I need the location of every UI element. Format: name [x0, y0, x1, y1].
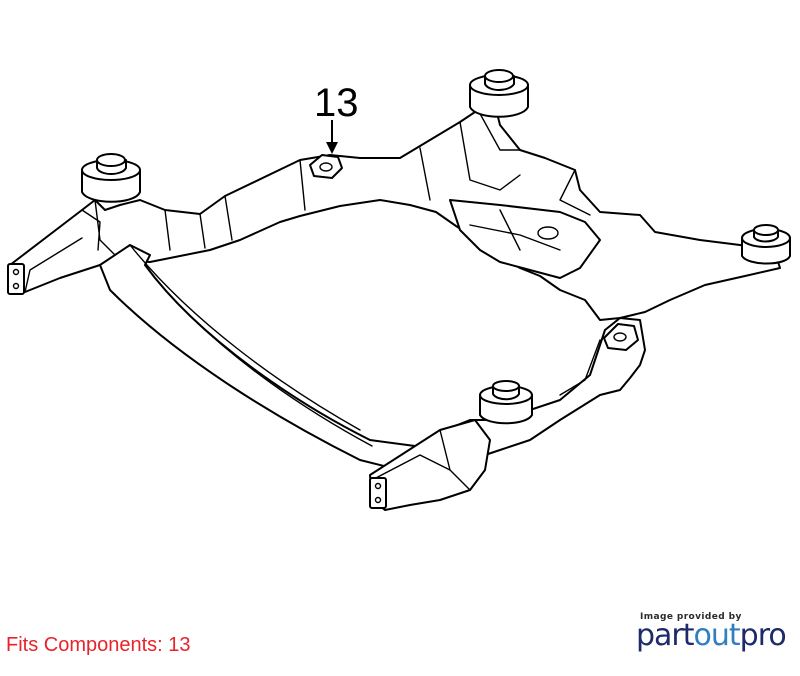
logo-part-2: out	[693, 618, 741, 653]
callout-13-arrowhead	[326, 142, 338, 154]
rear-arm-tab	[7, 263, 25, 295]
center-bracket	[449, 199, 601, 279]
logo-part-1: part	[636, 618, 695, 653]
callout-13-label: 13	[314, 81, 359, 125]
bushing-rear-right	[469, 69, 529, 118]
front-arm	[369, 419, 491, 511]
partoutpro-logo[interactable]: partoutpro	[636, 618, 787, 653]
fits-components-caption: Fits Components: 13	[6, 634, 191, 656]
bushing-rear-left	[81, 153, 141, 203]
rear-crossmember	[9, 104, 781, 321]
callout-13[interactable]: 13	[314, 81, 359, 154]
logo-part-3: pro	[739, 618, 787, 653]
mount-pad-front	[603, 323, 639, 351]
image-provided-by-text: Image provided by	[640, 612, 742, 622]
bushing-front-right	[741, 224, 791, 265]
image-credit: Image provided by partoutpro	[636, 612, 787, 662]
bushing-front-left	[479, 380, 533, 425]
side-rails	[99, 244, 646, 471]
mount-pad-13	[309, 154, 343, 179]
